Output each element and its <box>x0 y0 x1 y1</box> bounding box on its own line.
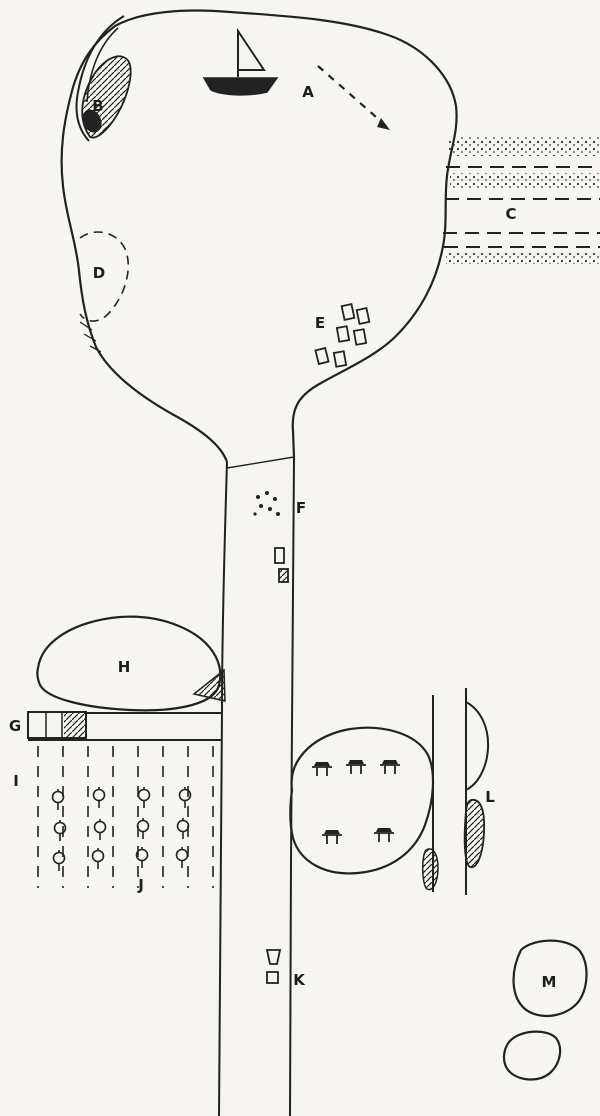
label-j: J <box>137 876 144 894</box>
l-bean <box>463 799 486 868</box>
tree-icon <box>176 817 190 840</box>
hut-icons <box>311 759 401 845</box>
buildings-e <box>314 303 371 368</box>
building-marker <box>355 307 371 325</box>
river-neck-line <box>226 456 295 469</box>
building-marker <box>335 325 351 343</box>
l-half-oval <box>465 701 490 791</box>
building-marker <box>352 328 368 346</box>
label-h: H <box>118 658 131 676</box>
islet-outer-arc <box>75 15 125 142</box>
tree-icon <box>91 847 105 870</box>
dashed-area-d <box>79 231 130 322</box>
hut-icon <box>311 761 333 777</box>
road-side-patch <box>422 848 439 891</box>
label-f: F <box>296 499 306 517</box>
islet-dark-spot <box>82 109 102 133</box>
tree-icons <box>51 786 192 872</box>
channel-marker <box>278 568 289 583</box>
plantation-area <box>37 746 214 888</box>
tree-icon <box>178 786 192 809</box>
building-marker <box>332 350 348 368</box>
tree-icon <box>137 786 151 809</box>
plantation-dashed-columns <box>37 746 214 888</box>
tree-icon <box>135 846 149 869</box>
hut-icon <box>379 759 401 775</box>
label-m: M <box>542 973 557 991</box>
label-a: A <box>302 83 314 101</box>
tree-icon <box>136 817 150 840</box>
shapes-l <box>463 701 490 868</box>
k-square-marker <box>266 971 279 984</box>
settlement-area <box>289 726 435 875</box>
shaded-wedge <box>192 668 226 702</box>
current-arrow-head <box>377 118 390 130</box>
tree-icon <box>93 818 107 841</box>
label-i: I <box>13 772 19 790</box>
current-arrow-dashes <box>317 65 385 125</box>
tree-icon <box>51 788 65 811</box>
river-left-bank <box>218 461 228 1116</box>
label-g: G <box>9 717 21 735</box>
building-marker <box>340 303 356 321</box>
boat-sail <box>237 27 266 71</box>
label-l: L <box>485 788 495 806</box>
tree-icon <box>175 846 189 869</box>
markers-k <box>265 949 282 984</box>
sailboat-icon <box>202 27 279 96</box>
shore-ticks <box>79 321 102 353</box>
channel-marker <box>274 547 285 564</box>
label-b: B <box>92 97 103 115</box>
stipple-band <box>449 136 600 156</box>
hut-icon <box>321 829 343 845</box>
tree-icon <box>92 786 106 809</box>
blobs-m <box>502 939 588 1081</box>
strip-outline <box>27 711 87 739</box>
building-marker <box>314 346 330 366</box>
m-blob-large <box>512 939 588 1017</box>
stipple-band <box>450 173 600 190</box>
hut-icon <box>345 759 367 775</box>
dot-cluster-f <box>253 491 280 516</box>
hut-icon <box>373 827 395 843</box>
k-cup-marker <box>265 949 282 965</box>
label-c: C <box>505 205 516 223</box>
m-blob-small <box>502 1030 562 1081</box>
islet-b <box>75 15 132 142</box>
label-d: D <box>93 264 105 282</box>
label-k: K <box>293 971 306 989</box>
tree-icon <box>53 819 67 842</box>
strip-hatched-cell <box>64 713 85 737</box>
label-e: E <box>315 314 325 332</box>
stipple-band <box>446 251 600 264</box>
river-right-bank <box>289 457 295 1116</box>
boat-hull <box>202 77 279 96</box>
strata-bands-c <box>443 136 600 264</box>
rect-strip-g <box>27 711 87 739</box>
lake-outline <box>60 9 458 463</box>
channel-markers <box>274 547 289 583</box>
